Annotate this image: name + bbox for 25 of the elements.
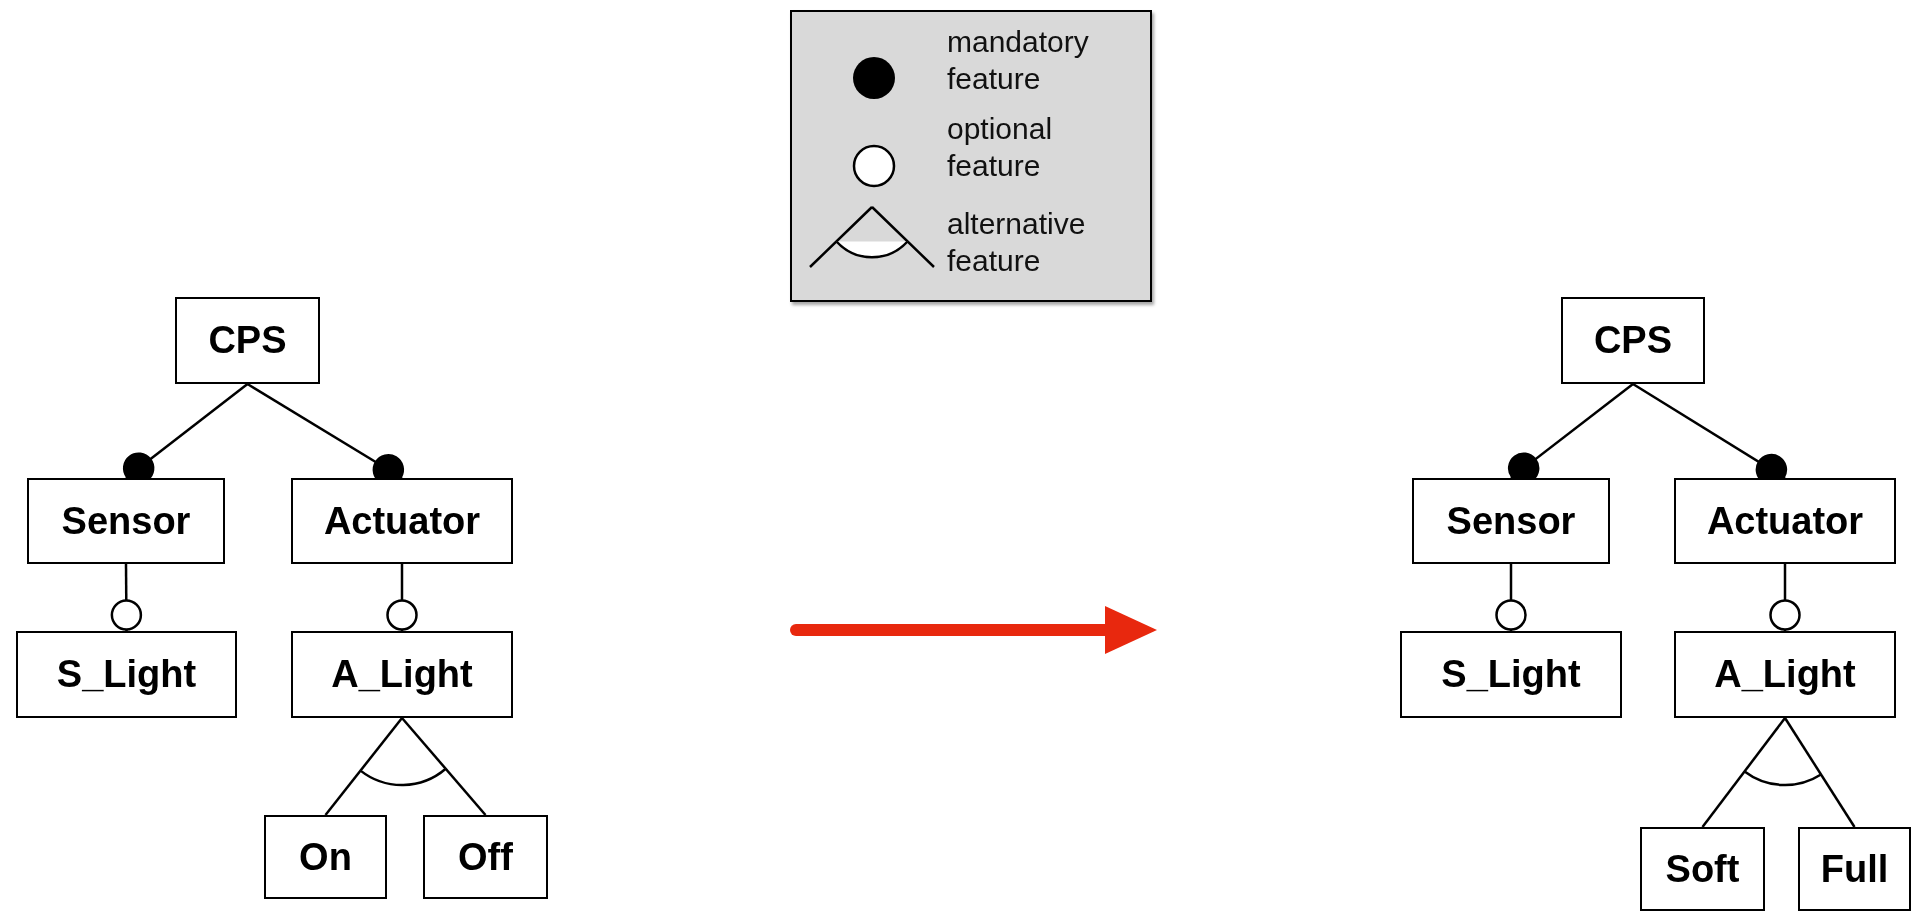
connector-line [324,717,403,816]
feature-box: Full [1798,827,1911,911]
feature-box: Soft [1640,827,1765,911]
feature-box: Sensor [1412,478,1610,564]
legend-label: alternative feature [947,206,1087,279]
feature-box: On [264,815,387,899]
feature-box: Actuator [291,478,513,564]
feature-box: A_Light [291,631,513,718]
feature-box: S_Light [1400,631,1622,718]
connector-line [110,564,143,631]
feature-box: CPS [175,297,320,384]
feature-box: A_Light [1674,631,1896,718]
connector-line [1783,717,1856,828]
feature-box: CPS [1561,297,1705,384]
legend-label: mandatory feature [947,24,1090,97]
connector-line [1495,564,1527,631]
legend-label: optional feature [947,111,1054,184]
feature-box: Actuator [1674,478,1896,564]
feature-box: Off [423,815,548,899]
connector-line [1769,564,1801,631]
feature-box: S_Light [16,631,237,718]
connector-line [386,564,418,631]
connector-line [1701,717,1786,828]
feature-box: Sensor [27,478,225,564]
connector-line [401,717,487,816]
